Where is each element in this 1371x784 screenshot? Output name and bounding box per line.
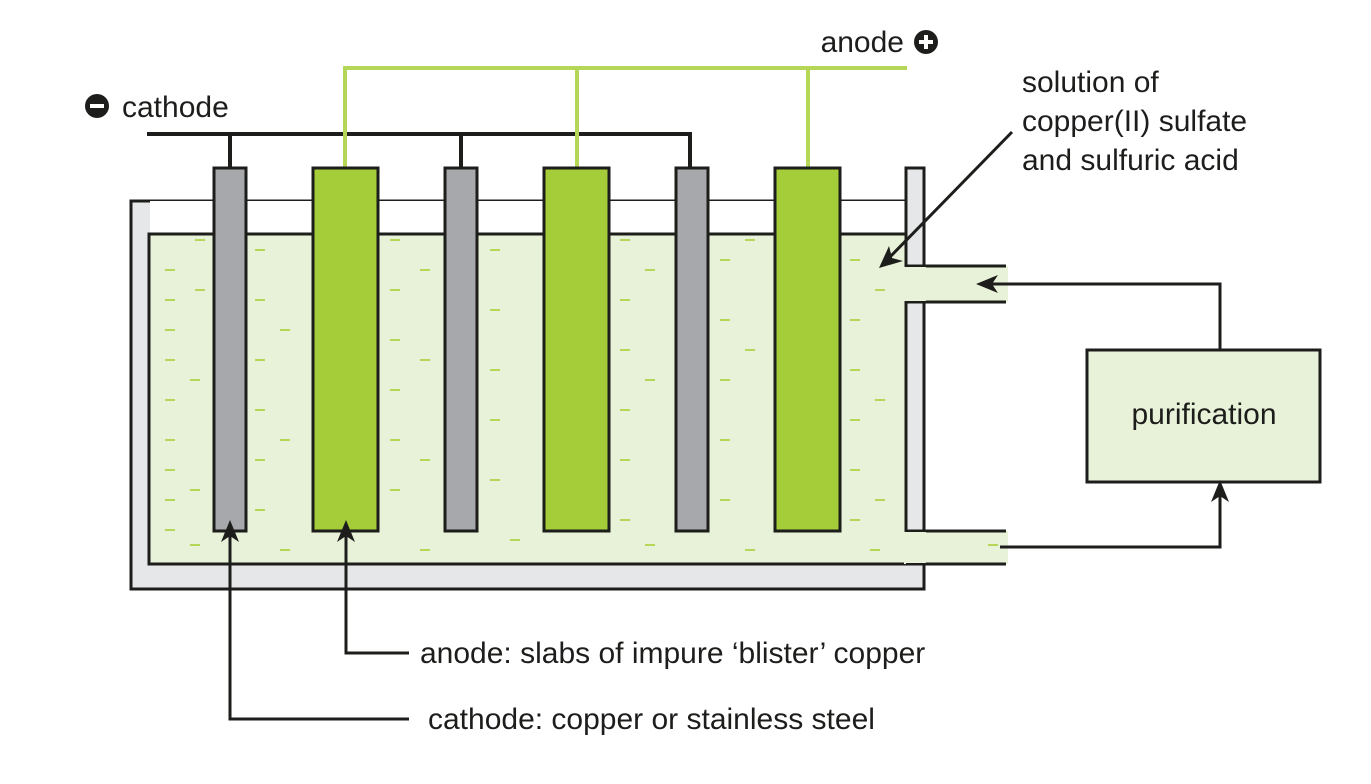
arrowhead-anode-icon <box>337 520 355 542</box>
anode-plate <box>542 166 611 533</box>
cathode-description: cathode: copper or stainless steel <box>428 703 875 736</box>
solution-pointer <box>885 130 1014 262</box>
right-wall-upper <box>904 166 926 268</box>
arrowhead-up-icon <box>1211 480 1229 502</box>
cathode-wiring <box>147 132 692 168</box>
anode-description: anode: slabs of impure ‘blister’ copper <box>420 637 925 670</box>
purification-label: purification <box>1131 398 1276 431</box>
arrowhead-left-icon <box>976 275 998 293</box>
arrowhead-cathode-icon <box>221 520 239 542</box>
solution-label-line2: copper(II) sulfate <box>1022 105 1247 138</box>
plus-icon <box>914 30 938 54</box>
anode-leader <box>344 535 409 655</box>
minus-icon <box>85 94 109 118</box>
flow-arrows <box>985 282 1222 549</box>
cathode-leader <box>228 535 409 721</box>
cathode-plate <box>212 166 248 533</box>
solution-label-line3: and sulfuric acid <box>1022 144 1239 177</box>
cathode-plate <box>443 166 479 533</box>
solution-texture <box>165 239 998 551</box>
arrowhead-solution-icon <box>879 246 903 268</box>
cathode-plate <box>674 166 710 533</box>
wall-gap-fill-1 <box>904 267 926 301</box>
cathode-top-label: cathode <box>122 91 229 124</box>
anode-top-label: anode <box>821 26 904 59</box>
anode-plate <box>773 166 842 533</box>
wall-gap-fill-2 <box>904 532 926 563</box>
anode-wiring <box>343 66 907 168</box>
solution-label-line1: solution of <box>1022 66 1159 99</box>
anode-plate <box>311 166 380 533</box>
right-wall-middle <box>904 300 926 533</box>
purification-box <box>1085 348 1322 484</box>
